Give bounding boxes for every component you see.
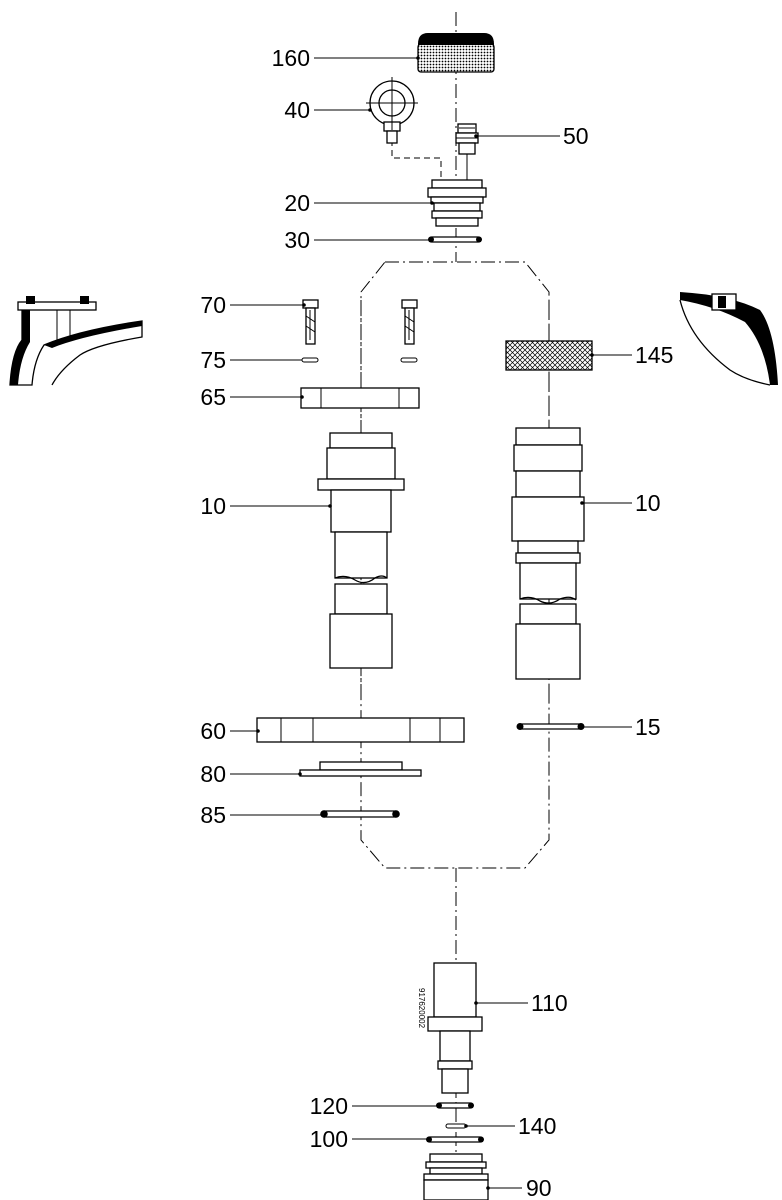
bolts-70 (302, 299, 418, 345)
label-100: 100 (310, 1126, 348, 1152)
label-140: 140 (518, 1113, 556, 1139)
label-15: 15 (635, 714, 661, 740)
o-ring-30 (428, 236, 482, 243)
ring-bolt-40 (366, 77, 418, 144)
label-160: 160 (272, 45, 310, 71)
label-20: 20 (284, 190, 310, 216)
label-110: 110 (531, 990, 568, 1016)
label-50: 50 (563, 123, 589, 149)
o-ring-100 (426, 1136, 484, 1143)
o-ring-120 (436, 1102, 474, 1109)
threaded-base-90 (423, 1153, 489, 1200)
tank-fitting-left (9, 296, 143, 386)
label-120: 120 (310, 1093, 348, 1119)
label-75: 75 (200, 347, 226, 373)
label-85: 85 (200, 802, 226, 828)
label-60: 60 (200, 718, 226, 744)
part-labels: 160 40 50 20 30 70 75 145 65 10 10 60 15… (200, 45, 673, 1200)
label-145: 145 (635, 342, 673, 368)
label-70: 70 (200, 292, 226, 318)
cap-160 (417, 33, 495, 73)
label-30: 30 (284, 227, 310, 253)
cable-gland-50 (455, 123, 479, 186)
label-40: 40 (284, 97, 310, 123)
washers-75 (301, 357, 418, 363)
mesh-filter-145 (505, 340, 593, 371)
label-65: 65 (200, 384, 226, 410)
adaptor-20 (427, 179, 487, 227)
clamp-ring-65 (300, 387, 420, 409)
o-ring-85 (320, 810, 400, 818)
housing-10-left (317, 432, 405, 669)
base-ring-60 (256, 717, 465, 743)
drawing-code: 917620002 (417, 988, 426, 1029)
label-10-left: 10 (200, 493, 226, 519)
label-90: 90 (526, 1175, 552, 1200)
plate-80 (299, 761, 422, 777)
leader-lines (230, 57, 632, 1189)
leader-dots (256, 56, 594, 1190)
housing-10-right (511, 427, 585, 680)
label-10-right: 10 (635, 490, 661, 516)
label-80: 80 (200, 761, 226, 787)
tank-fitting-right (679, 292, 778, 386)
sensor-body-110 (427, 962, 483, 1094)
o-ring-15 (516, 723, 585, 730)
o-ring-140 (445, 1123, 467, 1129)
connection-line (391, 140, 442, 196)
